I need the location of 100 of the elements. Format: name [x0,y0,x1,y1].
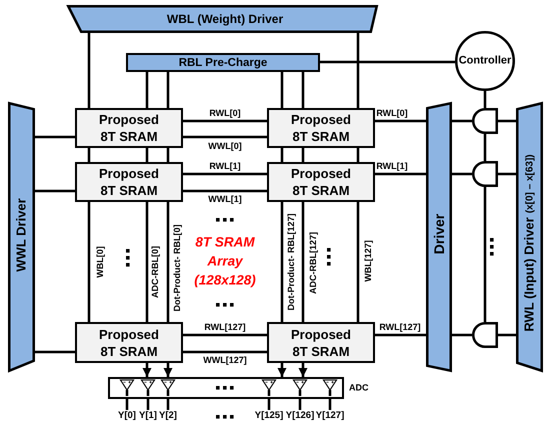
precharge-block [126,53,320,72]
controller-label: Controller [458,54,512,68]
output-label: Y[125] [254,410,284,422]
signal-label: RWL[127] [204,322,246,332]
signal-label: WWL[1] [208,194,242,204]
signal-label: RWL[0] [376,108,408,118]
sram-cell-block [75,108,183,148]
signal-line [484,91,486,108]
signal-label: Dot-Product- RBL[127] [286,214,296,310]
signal-line [35,190,75,192]
signal-line [183,350,267,354]
signal-line [302,148,304,162]
signal-line [498,334,516,336]
signal-line [35,136,75,138]
and-gate-icon [472,322,498,348]
sram-cell-block [75,162,183,202]
signal-line [88,148,90,162]
driver-block [426,102,452,372]
adc-block [108,377,344,399]
signal-line [126,399,128,410]
signal-label: RWL[127] [379,322,421,332]
signal-line [280,148,284,162]
signal-line [183,334,267,336]
signal-line [146,72,148,108]
sram-label: Proposed 8T SRAM [290,165,352,199]
sram-cell-block [267,162,375,202]
signal-line [375,172,426,176]
precharge-label: RBL Pre-Charge [178,56,268,70]
sram-cell-block [267,322,375,363]
signal-line [166,399,170,410]
signal-label: ADC-RBL[127] [308,232,318,294]
arrow [164,363,172,377]
signal-label: WBL[0] [95,246,105,278]
output-label: Y[2] [158,410,178,422]
driver-label: WBL (Weight) Driver [166,12,284,26]
signal-line [452,334,472,336]
signal-line [183,172,267,176]
signal-line [280,72,284,108]
signal-label: ADC-RBL[0] [150,246,160,298]
signal-line [166,148,170,162]
signal-line [88,202,90,322]
and-gate-icon [472,108,498,134]
signal-line [452,120,472,122]
signal-line [320,60,455,64]
driver-label: RWL (Input) Driver [522,217,537,332]
signal-line [356,148,360,162]
driver-block [516,102,543,372]
signal-line [302,72,304,108]
signal-line [484,187,486,322]
signal-line [146,399,150,410]
signal-line [280,202,284,322]
signal-line [375,120,426,122]
driver-block [8,102,35,372]
sram-label: Proposed 8T SRAM [290,326,352,360]
signal-line [166,72,170,108]
signal-line [498,120,516,122]
signal-line [183,190,267,192]
sram-label: Proposed 8T SRAM [98,165,160,199]
signal-line [146,148,148,162]
driver-block [67,5,378,33]
sram-label: Proposed 8T SRAM [98,326,160,360]
sram-label: Proposed 8T SRAM [290,111,352,145]
signal-label: RWL[1] [376,161,408,171]
signal-label: WBL[127] [363,240,373,282]
controller-circle [455,31,515,91]
and-gate-icon [472,161,498,187]
output-label: Y[126] [286,410,314,422]
signal-line [146,202,148,322]
signal-line [88,33,90,108]
signal-line [328,399,332,410]
signal-line [356,33,360,108]
signal-label: Dot-Product- RBL[0] [172,224,182,312]
driver-label: Driver [430,214,448,254]
adc-label: ADC [349,382,368,394]
signal-line [268,399,270,410]
signal-label: WWL[0] [208,141,242,151]
signal-line [298,399,302,410]
sram-cell-block [267,108,375,148]
sram-label: Proposed 8T SRAM [98,111,160,145]
signal-line [166,202,170,322]
signal-line [35,350,75,354]
input-range-label: (x[0] – x[63]) [524,154,536,214]
signal-label: WWL[127] [203,355,247,365]
signal-line [302,202,304,322]
signal-line [452,172,472,176]
signal-line [183,120,267,122]
signal-line [375,334,426,336]
signal-line [183,136,267,138]
output-label: Y[1] [138,410,158,422]
signal-line [498,172,516,176]
arrow [278,363,286,377]
signal-label: RWL[1] [209,161,241,171]
array-caption: 8T SRAM Array (128x128) [193,234,257,290]
signal-line [356,202,360,322]
arrow [298,363,308,377]
output-label: Y[127] [316,410,344,422]
sram-cell-block [75,322,183,363]
driver-label: WWL Driver [14,198,29,272]
arrow [142,363,152,377]
signal-line [484,134,486,161]
